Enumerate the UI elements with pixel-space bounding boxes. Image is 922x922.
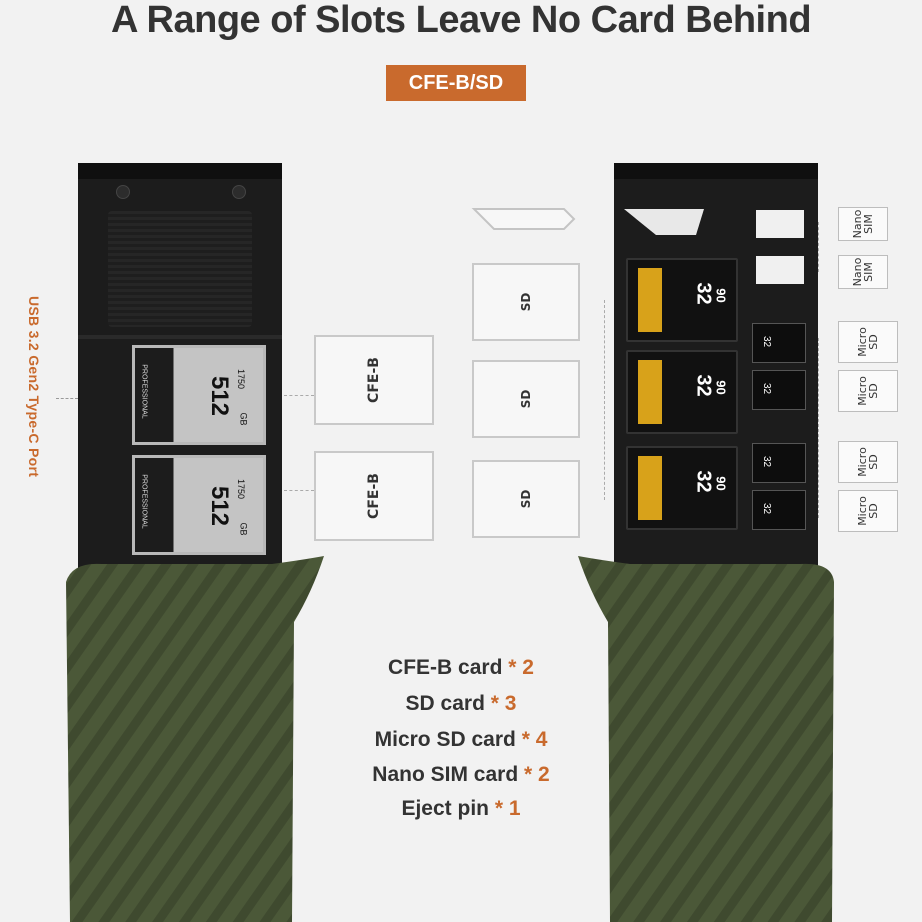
micro-sd-capacity: 32 (761, 382, 773, 395)
sd-outline-label: SD (519, 292, 533, 312)
sd-outline-3: SD (472, 460, 580, 538)
side-connector (818, 338, 837, 518)
micro-sd-capacity: 32 (761, 335, 773, 348)
micro-sd-tag-1: Micro SD (838, 321, 898, 363)
sd-card-3: 32 90 (626, 446, 738, 530)
ribbed-panel (108, 211, 252, 327)
micro-sd-capacity: 32 (761, 455, 773, 468)
cfeb-outline-label: CFE-B (366, 473, 382, 519)
page-title: A Range of Slots Leave No Card Behind (110, 0, 812, 41)
micro-sd-tag-2: Micro SD (838, 370, 898, 412)
sd-outline-label: SD (519, 389, 533, 409)
micro-sd-tag-3: Micro SD (838, 441, 898, 483)
sd-outline-label: SD (519, 489, 533, 509)
card-list-count: * 3 (490, 692, 517, 715)
nano-sim-tag-2: Nano SIM (838, 255, 888, 289)
cfeb-card-2: PROFESSIONAL 512 GB 1750 (132, 455, 266, 555)
port-leader-line (56, 398, 78, 399)
case-cap (614, 163, 818, 179)
micro-sd-tag-4: Micro SD (838, 490, 898, 532)
sd-card-2: 32 90 (626, 350, 738, 434)
cfeb-card-speed: 1750 (236, 478, 247, 500)
port-label: USB 3.2 Gen2 Type-C Port (26, 296, 42, 478)
micro-sd-card-2: 32 (752, 370, 806, 410)
cfeb-card-tag: PROFESSIONAL (140, 364, 148, 419)
card-list-item: SD card * 3 (300, 692, 622, 716)
left-grip (66, 556, 324, 922)
card-list-name: SD card (405, 692, 485, 715)
slot-divider (78, 335, 282, 339)
right-grip (578, 556, 834, 922)
micro-sd-label: Micro SD (856, 376, 880, 406)
cfeb-card-capacity: 512 (206, 485, 234, 527)
sd-outline-2: SD (472, 360, 580, 438)
card-list-item: Eject pin * 1 (300, 797, 622, 821)
side-connector (818, 222, 837, 272)
eject-pin-icon (471, 208, 576, 230)
screw-icon (116, 185, 130, 199)
sd-card-speed: 90 (713, 288, 729, 303)
sd-outline-1: SD (472, 263, 580, 341)
cfeb-card-unit: GB (238, 412, 249, 426)
card-list-name: CFE-B card (388, 656, 503, 679)
cfeb-card-capacity: 512 (206, 375, 234, 417)
micro-sd-label: Micro SD (856, 447, 880, 477)
card-list-count: * 1 (494, 797, 521, 820)
card-list-count: * 2 (508, 656, 534, 679)
sd-card-speed: 90 (713, 380, 729, 395)
cfeb-card-unit: GB (238, 522, 249, 536)
screw-icon (232, 185, 246, 199)
sd-card-capacity: 32 (692, 470, 715, 493)
card-list-name: Micro SD card (374, 728, 516, 751)
micro-sd-label: Micro SD (856, 496, 880, 526)
nano-sim-tag-1: Nano SIM (838, 207, 888, 241)
sd-card-speed: 90 (713, 476, 729, 491)
case-cap (78, 163, 282, 179)
card-list-name: Nano SIM card (372, 763, 519, 786)
cfeb-card-1: PROFESSIONAL 512 GB 1750 (132, 345, 266, 445)
sd-card-capacity: 32 (692, 374, 715, 397)
card-list-count: * 2 (524, 763, 550, 786)
nano-sim-card-2 (756, 256, 804, 284)
nano-sim-label: Nano SIM (851, 209, 875, 239)
sd-connector (604, 300, 615, 500)
cfeb-outline-1: CFE-B (314, 335, 434, 425)
cfeb-outline-label: CFE-B (366, 357, 382, 403)
sd-card-capacity: 32 (692, 282, 715, 305)
format-badge: CFE-B/SD (386, 65, 526, 101)
card-list-item: Nano SIM card * 2 (300, 763, 622, 787)
card-list-count: * 4 (521, 728, 548, 751)
micro-sd-capacity: 32 (761, 502, 773, 515)
cfeb-outline-2: CFE-B (314, 451, 434, 541)
nano-sim-card-1 (756, 210, 804, 238)
eject-pin-slot (624, 209, 704, 235)
micro-sd-card-3: 32 (752, 443, 806, 483)
cfeb-connector (284, 395, 314, 396)
micro-sd-card-1: 32 (752, 323, 806, 363)
nano-sim-label: Nano SIM (851, 257, 875, 287)
cfeb-card-tag: PROFESSIONAL (140, 474, 148, 529)
card-list-name: Eject pin (401, 797, 489, 820)
sd-card-1: 32 90 (626, 258, 738, 342)
cfeb-connector (284, 490, 314, 491)
card-list-item: Micro SD card * 4 (300, 728, 622, 752)
cfeb-card-speed: 1750 (236, 368, 247, 390)
micro-sd-card-4: 32 (752, 490, 806, 530)
micro-sd-label: Micro SD (856, 327, 880, 357)
card-list-item: CFE-B card * 2 (300, 656, 622, 680)
